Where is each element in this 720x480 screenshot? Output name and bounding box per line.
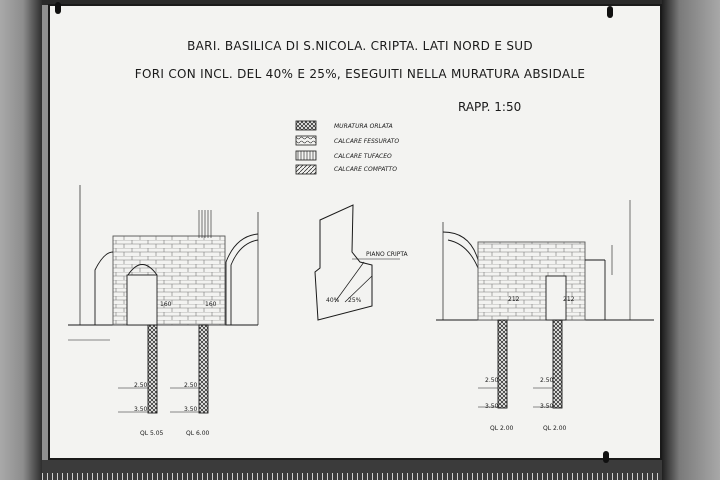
legend-swatch-wave xyxy=(295,135,317,146)
angle-label: 25% xyxy=(348,297,362,304)
legend-label: CALCARE FESSURATO xyxy=(334,138,400,145)
pin-icon xyxy=(607,6,613,18)
pin-icon xyxy=(55,2,61,14)
elevation-label: QL 5.05 xyxy=(140,430,164,437)
dimension-label: 160 xyxy=(205,301,217,308)
depth-label: 3.50 xyxy=(184,406,198,413)
left-section-drawing xyxy=(68,185,259,414)
legend-swatch-cross xyxy=(295,120,317,131)
title-line-2: FORI CON INCL. DEL 40% E 25%, ESEGUITI N… xyxy=(134,67,586,81)
dimension-label: 160 xyxy=(160,301,172,308)
dimension-label: 212 xyxy=(508,296,520,303)
legend-label: MURATURA ORLATA xyxy=(334,123,393,130)
depth-label: 2.50 xyxy=(184,382,198,389)
dimension-label: 212 xyxy=(563,296,575,303)
depth-label: 2.50 xyxy=(540,377,554,384)
elevation-label: QL 2.00 xyxy=(543,425,567,432)
film-frame-left xyxy=(0,0,42,480)
angle-label: 40% xyxy=(326,297,340,304)
film-frame-top xyxy=(42,0,662,5)
scale-label: RAPP. 1:50 xyxy=(458,100,522,114)
title-line-1: BARI. BASILICA DI S.NICOLA. CRIPTA. LATI… xyxy=(187,39,533,53)
elevation-label: QL 2.00 xyxy=(490,425,514,432)
floor-label: PIANO CRIPTA xyxy=(366,251,408,258)
middle-section-drawing xyxy=(314,204,400,321)
depth-label: 2.50 xyxy=(134,382,148,389)
legend-swatch-vertical xyxy=(295,150,317,161)
right-section-drawing xyxy=(436,200,654,409)
legend-swatch-diagonal xyxy=(295,164,317,175)
depth-label: 3.50 xyxy=(485,403,499,410)
depth-label: 3.50 xyxy=(540,403,554,410)
depth-label: 2.50 xyxy=(485,377,499,384)
film-frame-right xyxy=(662,0,720,480)
depth-label: 3.50 xyxy=(134,406,148,413)
pin-icon xyxy=(603,451,609,463)
legend-label: CALCARE TUFACEO xyxy=(334,153,392,160)
ruler-strip xyxy=(42,460,662,480)
elevation-label: QL 6.00 xyxy=(186,430,210,437)
legend-label: CALCARE COMPATTO xyxy=(334,166,397,173)
